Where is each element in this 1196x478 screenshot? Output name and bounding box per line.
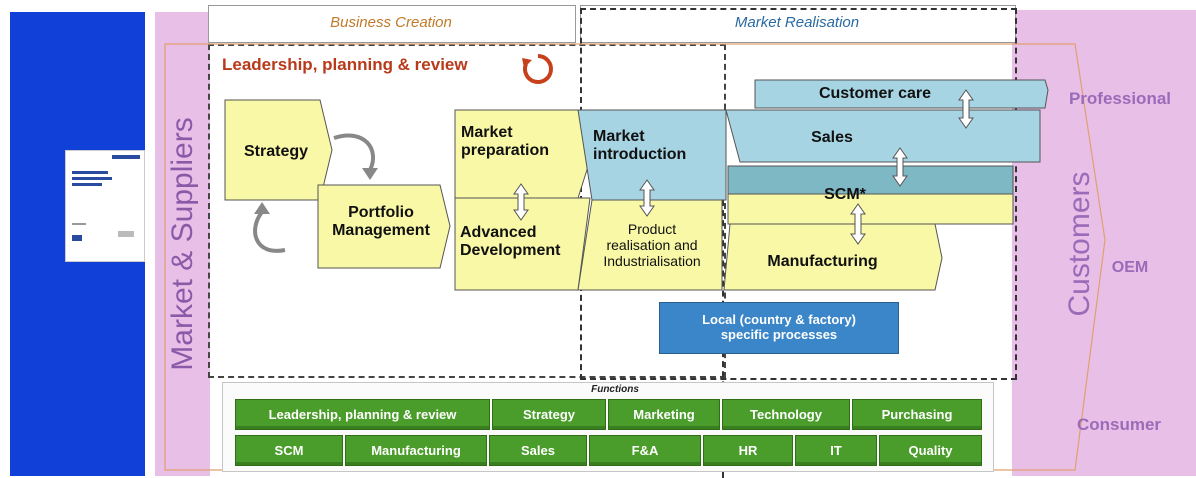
sales-label: Sales: [811, 128, 853, 146]
thumbnail-mark: [118, 231, 134, 237]
portfolio-box: [317, 184, 451, 269]
function-scm: SCM: [235, 435, 343, 466]
business-creation-header: [208, 5, 576, 43]
cycle-arrow-right: [333, 133, 376, 171]
product-realisation-box: [577, 199, 723, 291]
thumbnail-logo-bar: [112, 155, 140, 159]
manufacturing-box: [723, 223, 943, 291]
market-realisation-label: Market Realisation: [734, 14, 860, 32]
value-chain-arrow-outline: [164, 43, 1106, 471]
function-leadership: Leadership, planning & review: [235, 399, 490, 430]
customer-care-box: [754, 79, 1049, 109]
thumbnail-title-line: [72, 183, 102, 186]
market-introduction-box: [577, 109, 727, 201]
scm-yellow-band: [727, 193, 1014, 225]
market-preparation-label: Market preparation: [461, 123, 550, 159]
function-it: IT: [795, 435, 877, 466]
functions-title: Functions: [591, 384, 639, 396]
thumbnail-title-line: [72, 177, 112, 180]
thumbnail-text-line: [72, 223, 86, 225]
customer-care-label: Customer care: [818, 84, 932, 102]
scm-teal-band: [727, 165, 1014, 195]
thumbnail-title-line: [72, 171, 108, 174]
consumer-label: Consumer: [1076, 415, 1162, 435]
function-technology: Technology: [722, 399, 850, 430]
function-quality: Quality: [879, 435, 982, 466]
function-strategy: Strategy: [492, 399, 606, 430]
market-preparation-box: [454, 109, 593, 199]
leadership-title: Leadership, planning & review: [222, 55, 468, 75]
local-processes-box: Local (country & factory) specific proce…: [659, 302, 899, 354]
market-introduction-label: Market introduction: [593, 127, 687, 163]
cycle-arrow-left: [253, 210, 286, 253]
strategy-box: [224, 99, 333, 201]
document-thumbnail: [65, 150, 145, 262]
refresh-cycle-icon: [522, 54, 553, 84]
strategy-label: Strategy: [243, 142, 309, 160]
function-marketing: Marketing: [608, 399, 720, 430]
oem-label: OEM: [1111, 258, 1149, 276]
sales-box: [725, 109, 1041, 163]
market-suppliers-band: [155, 12, 210, 476]
function-fa: F&A: [589, 435, 701, 466]
function-hr: HR: [703, 435, 793, 466]
manufacturing-label: Manufacturing: [767, 252, 878, 270]
thumbnail-mark: [72, 235, 82, 241]
scm-label: SCM*: [824, 185, 866, 203]
function-sales: Sales: [489, 435, 587, 466]
portfolio-label: Portfolio Management: [332, 203, 430, 239]
market-realisation-header: [580, 5, 1016, 43]
advanced-development-label: Advanced Development: [460, 223, 561, 259]
product-realisation-label: Product realisation and Industrialisatio…: [603, 220, 701, 270]
business-creation-label: Business Creation: [330, 14, 452, 32]
professional-label: Professional: [1068, 89, 1172, 109]
business-creation-region: [208, 44, 726, 378]
function-purchasing: Purchasing: [852, 399, 982, 430]
function-manufacturing: Manufacturing: [345, 435, 487, 466]
market-realisation-region: [580, 8, 1017, 380]
double-arrow: [513, 89, 974, 245]
